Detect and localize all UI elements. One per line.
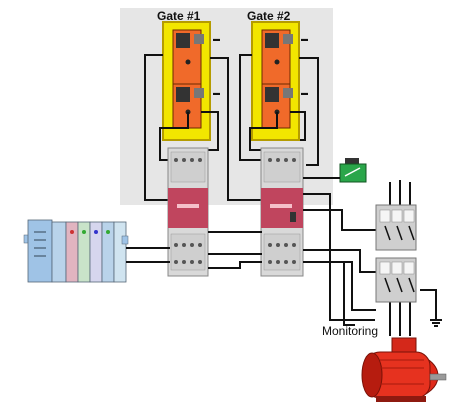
gate-2-label: Gate #2 bbox=[247, 9, 291, 23]
electric-motor bbox=[361, 337, 447, 402]
svg-text:▬: ▬ bbox=[301, 90, 308, 97]
safety-relay-module-2 bbox=[260, 147, 304, 277]
plc-controller bbox=[23, 219, 129, 283]
svg-text:▬: ▬ bbox=[213, 36, 220, 43]
gate-1-label: Gate #1 bbox=[157, 9, 201, 23]
contactor-block-1 bbox=[375, 204, 417, 251]
output-wiring bbox=[303, 177, 442, 336]
monitoring-label: Monitoring bbox=[322, 324, 378, 338]
gate-wiring bbox=[144, 54, 319, 201]
safety-relay-module-1 bbox=[167, 147, 209, 277]
gate-2-switch: ▬ ▬ bbox=[251, 21, 308, 141]
plc-relay-wiring bbox=[126, 231, 262, 269]
svg-text:▬: ▬ bbox=[213, 90, 220, 97]
contactor-block-2 bbox=[375, 257, 417, 303]
contactor-device bbox=[339, 158, 367, 183]
svg-text:▬: ▬ bbox=[301, 36, 308, 43]
